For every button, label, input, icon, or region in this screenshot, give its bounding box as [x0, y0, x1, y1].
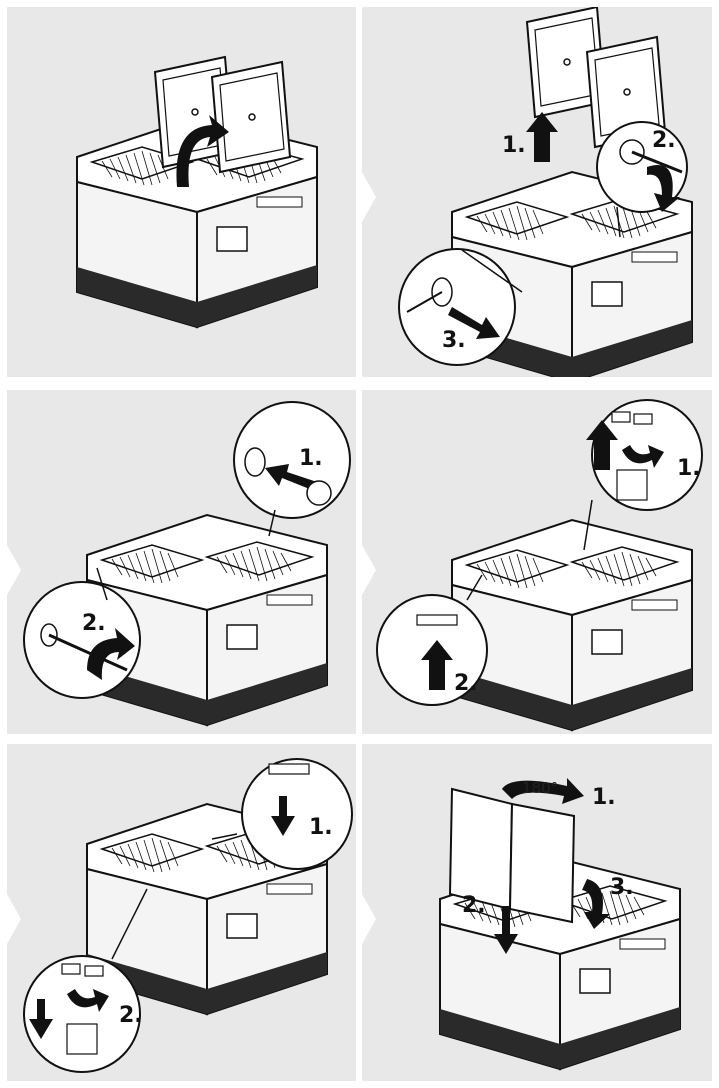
- step-label-3: 3.: [442, 328, 466, 353]
- step-panel-reinstall-lid: 180° 1. 2. 3.: [362, 744, 712, 1081]
- lid-right-illustration: [510, 804, 574, 922]
- step-panel-open-lid: [7, 7, 356, 377]
- step-label-2: 2.: [652, 128, 676, 153]
- step-label-3: 3.: [610, 875, 634, 900]
- step-label-1: 1.: [299, 446, 323, 471]
- arrow-up-icon: [526, 112, 558, 162]
- lid-right-illustration: [212, 62, 290, 172]
- chevron-right-icon: [7, 545, 21, 595]
- chevron-right-icon: [362, 172, 376, 222]
- step-label-1: 1.: [309, 815, 333, 840]
- step-panel-remove-lid: 1. 2. 3.: [362, 7, 712, 377]
- chevron-right-icon: [362, 894, 376, 944]
- step-panel-remove-hinge-caps: 1. 2.: [362, 390, 712, 734]
- step-panel-reinstall-caps: 1. 2.: [7, 744, 356, 1081]
- chevron-right-icon: [362, 545, 376, 595]
- step-label-2: 2.: [462, 893, 486, 918]
- cooler-illustration: [452, 520, 692, 730]
- step-label-1: 1.: [677, 456, 701, 481]
- step-label-2: 2.: [82, 611, 106, 636]
- step-panel-insert-pin: 1. 2.: [7, 390, 356, 734]
- rotation-label: 180°: [522, 779, 558, 797]
- step-label-2: 2.: [454, 671, 478, 696]
- step-label-1: 1.: [592, 785, 616, 810]
- step-label-2: 2.: [119, 1003, 143, 1028]
- step-label-1: 1.: [502, 133, 526, 158]
- detail-circle-cap-insert: [242, 759, 352, 869]
- lid-left-illustration: [450, 789, 512, 909]
- chevron-right-icon: [7, 894, 21, 944]
